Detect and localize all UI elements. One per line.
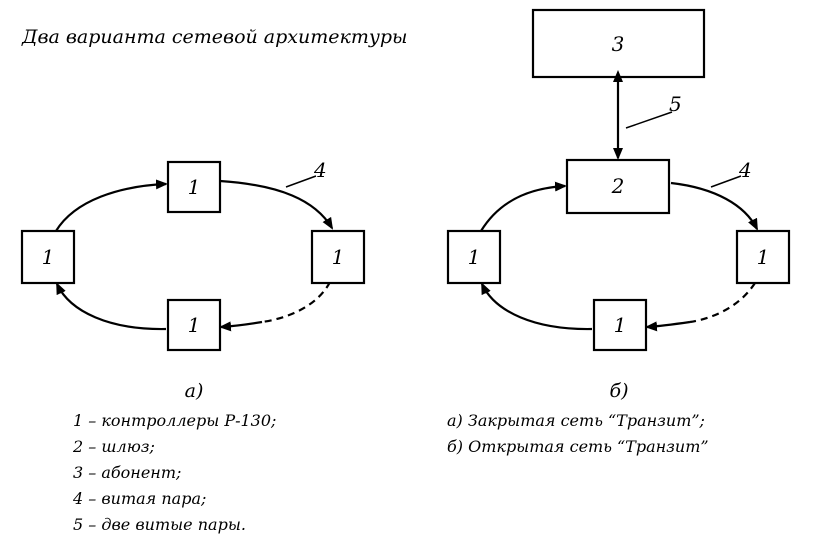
node-b-right-label: 1 — [757, 245, 770, 269]
link-b-label-leader — [710, 175, 742, 188]
diagram-b: 3 5 2 4 1 1 1 б) — [446, 8, 791, 402]
legend-item: а) Закрытая сеть “Транзит”; — [447, 411, 705, 430]
link-a-label: 4 — [313, 158, 327, 182]
node-b-bottom — [592, 298, 648, 352]
node-b-gateway — [565, 158, 671, 215]
link-b-right-bottom-dashed — [689, 282, 756, 324]
node-a-right-label: 1 — [332, 245, 345, 269]
node-b-right — [735, 229, 791, 285]
diagram-a: 4 1 1 1 1 а) — [20, 158, 366, 402]
node-a-left — [20, 229, 76, 285]
node-a-bottom-label: 1 — [188, 313, 201, 337]
node-b-bottom-label: 1 — [614, 313, 627, 337]
node-a-top-label: 1 — [188, 175, 201, 199]
link-b-left-gateway — [480, 181, 567, 232]
uplink-b-label: 5 — [669, 92, 682, 116]
diagram-title: Два варианта сетевой архитектуры — [22, 26, 408, 48]
diagram-a-caption: а) — [185, 380, 204, 402]
diagram-b-caption: б) — [609, 380, 628, 402]
node-b-left — [446, 229, 502, 285]
node-b-subscriber-label: 3 — [612, 32, 625, 56]
link-b-label: 4 — [738, 158, 752, 182]
legend-left: 1 – контроллеры Р-130; 2 – шлюз; 3 – або… — [73, 408, 276, 538]
legend-item: 3 – абонент; — [73, 463, 182, 482]
link-a-right-bottom — [219, 320, 263, 332]
legend-item: 5 – две витые пары. — [73, 515, 246, 534]
node-a-top — [166, 160, 222, 214]
legend-item: б) Открытая сеть “Транзит” — [447, 437, 709, 456]
node-b-left-label: 1 — [468, 245, 481, 269]
link-b-right-bottom — [645, 320, 691, 332]
link-a-top-right — [219, 179, 334, 230]
link-a-label-leader — [285, 175, 317, 188]
uplink-b-label-leader — [625, 111, 673, 129]
legend-item: 2 – шлюз; — [73, 437, 155, 456]
legend-item: 1 – контроллеры Р-130; — [73, 411, 277, 430]
node-b-gateway-label: 2 — [611, 174, 625, 198]
legend-item: 4 – витая пара; — [73, 489, 207, 508]
link-b-bottom-left — [481, 282, 593, 331]
link-b-gateway-right — [670, 181, 758, 231]
link-a-bottom-left — [56, 282, 167, 331]
link-a-right-bottom-dashed — [261, 281, 331, 324]
legend-right: а) Закрытая сеть “Транзит”; б) Открытая … — [447, 408, 709, 460]
node-a-bottom — [166, 298, 222, 352]
link-a-left-top — [55, 179, 168, 232]
node-a-right — [310, 229, 366, 285]
node-a-left-label: 1 — [42, 245, 55, 269]
